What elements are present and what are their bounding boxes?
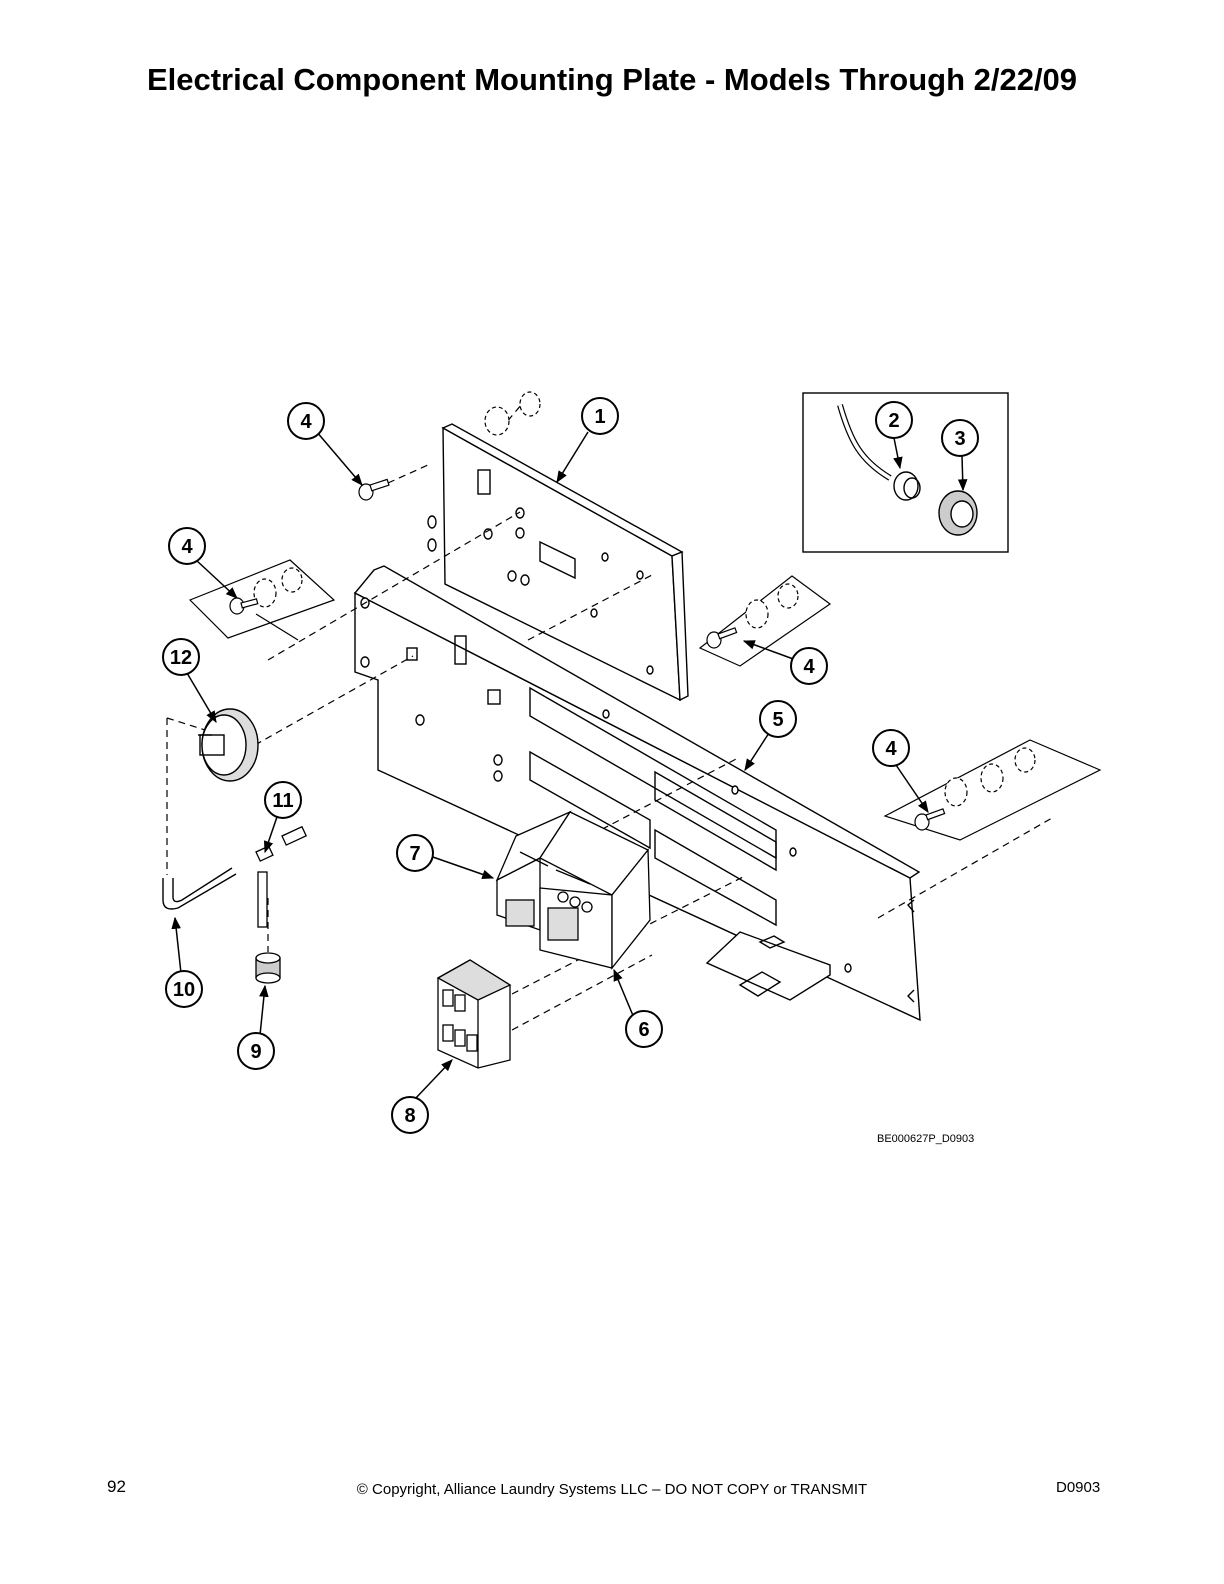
callout-label: 4 [885,738,897,760]
callout-1 [581,397,619,435]
fastener-kit-right-upper [698,575,832,667]
fastener-kit-left [188,559,336,641]
callout-4-left [168,527,206,565]
leader-arrows [171,430,968,1101]
callout-label: 5 [772,709,783,731]
screw-top [358,478,390,501]
callout-label: 11 [272,790,293,812]
document-code: D0903 [1056,1479,1101,1496]
callout-label: 7 [409,843,420,865]
callout-label: 1 [594,406,605,428]
callout-label: 9 [250,1041,261,1063]
callout-label: 12 [170,647,192,669]
callout-11 [264,781,302,819]
callout-label: 4 [181,536,193,558]
callout-label: 2 [888,410,899,432]
copyright-notice: © Copyright, Alliance Laundry Systems LL… [356,1481,868,1498]
terminal-block [436,959,512,1069]
callout-6 [625,1010,663,1048]
upper-mounting-plate [427,423,689,702]
tee-fitting [255,825,308,928]
callout-labels: 4 1 2 3 4 12 4 5 4 11 7 10 6 9 8 [170,406,966,1127]
callout-label: 6 [638,1019,649,1041]
callout-5 [759,700,797,738]
callout-2 [875,401,913,439]
callout-10 [165,970,203,1008]
cap-part [255,952,281,984]
drawing-id: BE000627P_D0903 [877,1133,975,1145]
callout-3 [941,419,979,457]
callout-7 [396,834,434,872]
lower-mounting-plate [353,565,921,1022]
callout-8 [391,1096,429,1134]
page-number: 92 [107,1477,126,1496]
pressure-switch [198,708,259,782]
callout-label: 3 [954,428,965,450]
fastener-kit-right-lower [883,739,1102,841]
callout-4-right-lower [872,729,910,767]
page-title: Electrical Component Mounting Plate - Mo… [146,62,1078,97]
callout-label: 4 [300,411,312,433]
hose-elbow [162,867,237,910]
fastener-kit-top [484,391,541,436]
callout-4-right-upper [790,647,828,685]
contactor-assembly [495,810,651,970]
callouts [162,397,979,1134]
callout-4-top [287,402,325,440]
callout-label: 8 [404,1105,415,1127]
callout-12 [162,638,200,676]
callout-label: 10 [173,979,195,1001]
callout-9 [237,1032,275,1070]
callout-label: 4 [803,656,815,678]
